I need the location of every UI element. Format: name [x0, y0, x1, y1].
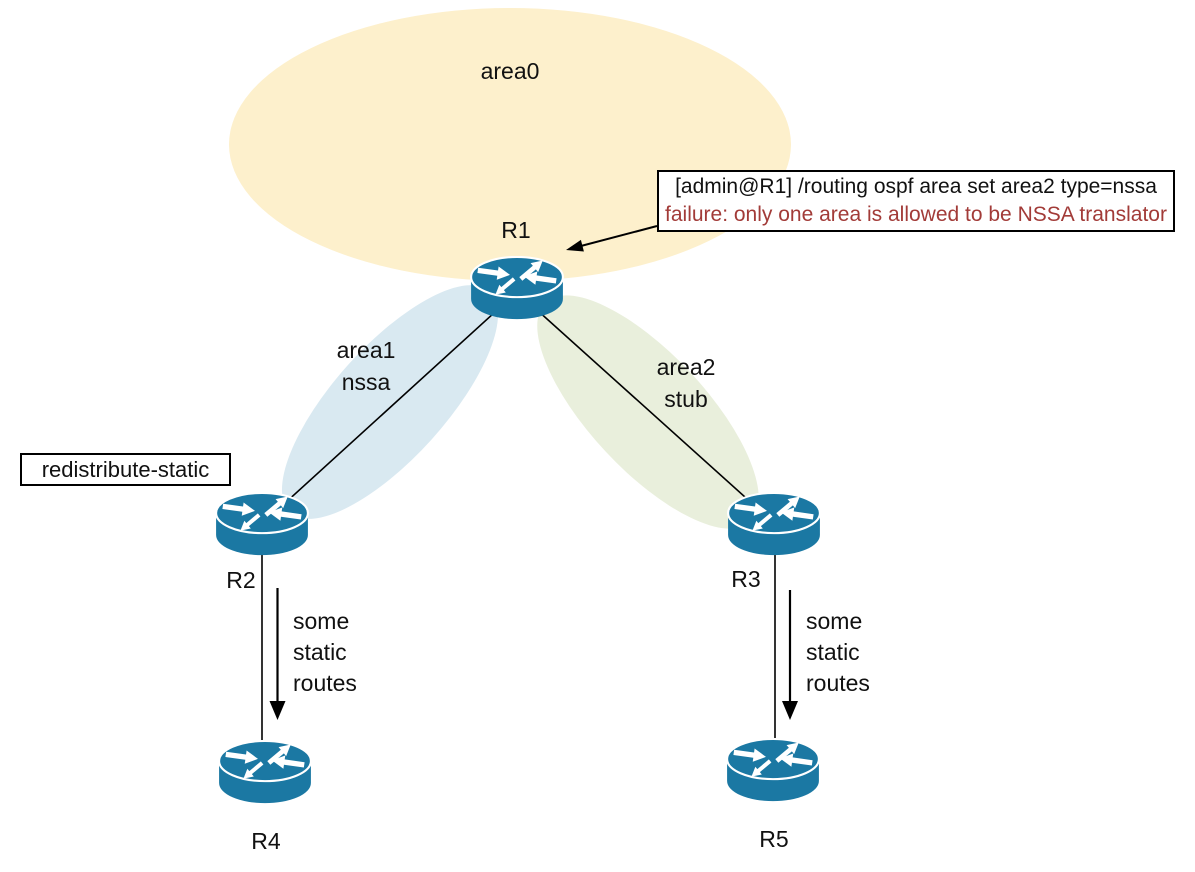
console-command: [admin@R1] /routing ospf area set area2 …: [675, 175, 1157, 198]
router-r1-label: R1: [501, 217, 531, 243]
console-note: [admin@R1] /routing ospf area set area2 …: [657, 170, 1175, 232]
static-routes-arrow-left: [269, 588, 286, 720]
router-r3-icon: [726, 492, 822, 558]
area2-type: stub: [664, 386, 708, 412]
area1-label: area1 nssa: [337, 334, 396, 398]
router-r4-label: R4: [251, 828, 281, 854]
router-r2-icon: [214, 492, 310, 558]
static-routes-right-line3: routes: [806, 670, 870, 696]
area2-label: area2 stub: [657, 351, 716, 415]
static-routes-left-line2: static: [293, 639, 347, 665]
router-r5-label: R5: [759, 826, 789, 852]
router-r1-icon: [469, 256, 565, 322]
area0-label: area0: [480, 58, 540, 84]
static-routes-label-right: some static routes: [806, 606, 870, 699]
console-error: failure: only one area is allowed to be …: [665, 203, 1167, 226]
area2-name: area2: [656, 354, 716, 380]
link-r1-r3: [516, 291, 776, 525]
router-r5-icon: [725, 738, 821, 804]
router-r4-icon: [217, 740, 313, 806]
static-routes-left-line3: routes: [293, 670, 357, 696]
console-pointer-arrow: [566, 225, 658, 252]
router-r2-label: R2: [226, 567, 256, 593]
redistribute-static-box: redistribute-static: [20, 453, 231, 486]
area0-ellipse: [229, 8, 791, 281]
router-r3-label: R3: [731, 566, 761, 592]
static-routes-right-line1: some: [806, 608, 863, 634]
static-routes-right-line2: static: [806, 639, 860, 665]
static-routes-left-line1: some: [293, 608, 350, 634]
static-routes-arrow-right: [782, 590, 798, 720]
area1-type: nssa: [341, 369, 391, 395]
static-routes-label-left: some static routes: [293, 606, 357, 699]
link-r1-r2: [261, 291, 518, 525]
area1-name: area1: [336, 337, 396, 363]
